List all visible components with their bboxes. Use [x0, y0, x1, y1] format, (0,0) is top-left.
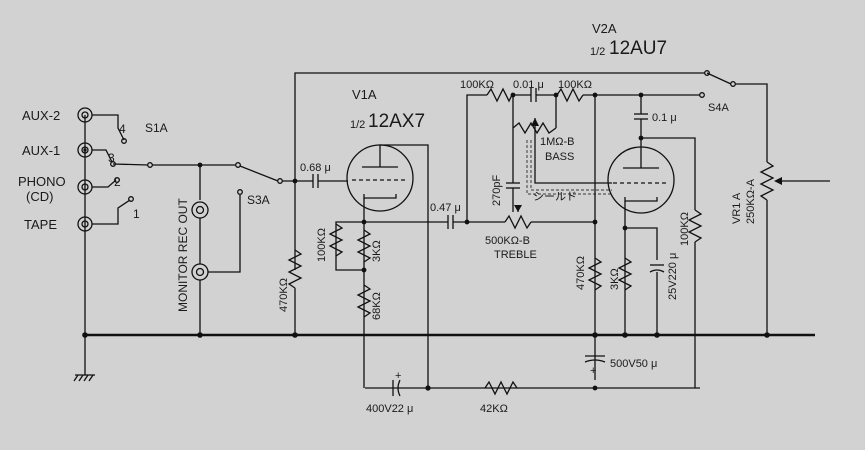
r-grid-label: 470KΩ: [278, 278, 290, 312]
resistor-3k-v1: [356, 229, 372, 263]
lead-aux1: [92, 149, 113, 163]
resistor-3k-v2: [617, 257, 633, 291]
label-tape: TAPE: [24, 217, 57, 232]
svg-text:+: +: [590, 365, 596, 377]
c-270p-label: 270pF: [491, 175, 503, 206]
c-047-label: 0.47 μ: [430, 202, 461, 214]
v2a-type: 12AU7: [609, 38, 667, 59]
treble-pot-value: 500KΩ-B: [485, 235, 530, 247]
pot-vr1a[interactable]: [759, 161, 775, 201]
c-400v-label: 400V22 μ: [366, 403, 413, 415]
rec-out-jack-2[interactable]: [191, 263, 209, 281]
v1a-label: V1A: [352, 87, 377, 102]
ground-symbol: [73, 335, 95, 382]
resistor-470k-grid: [287, 249, 303, 289]
shield-wire-a: [530, 140, 612, 191]
vr1a-label: VR1 A: [731, 192, 743, 224]
c-01-label: 0.1 μ: [652, 112, 677, 124]
v1a-frac: 1/2: [350, 119, 365, 131]
r-100k-v1-label: 100KΩ: [316, 228, 328, 262]
v2a-frac: 1/2: [590, 46, 605, 58]
s4a-label: S4A: [708, 102, 729, 114]
lead-aux2: [92, 114, 125, 141]
label-aux2: AUX-2: [22, 108, 60, 123]
r-100k-top2-label: 100KΩ: [558, 79, 592, 91]
bass-label: BASS: [545, 151, 574, 163]
r-100k-top1-label: 100KΩ: [460, 79, 494, 91]
c-001-label: 0.01 μ: [513, 79, 544, 91]
v1a-type: 12AX7: [368, 111, 425, 132]
resistor-42k: [484, 380, 518, 396]
resistor-100k-top1: [486, 87, 513, 103]
treble-label: TREBLE: [494, 249, 537, 261]
resistor-100k-top2: [556, 87, 584, 103]
c-500v-label: 500V50 μ: [610, 358, 657, 370]
tape-monitor-loop-wire: [282, 72, 705, 182]
r-42k-label: 42KΩ: [480, 403, 508, 415]
lead-phono: [92, 179, 117, 188]
cap-500v-plate-b: [584, 359, 606, 363]
lead-tape: [92, 199, 131, 225]
s1a-pos-3: 3: [108, 151, 115, 165]
resistor-68k: [356, 284, 372, 318]
r-470k-v2-label: 470KΩ: [575, 256, 587, 290]
pot-treble[interactable]: [504, 214, 532, 230]
label-phono: PHONO: [18, 174, 66, 189]
pot-bass[interactable]: [512, 121, 557, 135]
s1a-pos-1: 1: [133, 207, 140, 221]
shield-wire-b: [526, 140, 612, 195]
v2a-label: V2A: [592, 21, 617, 36]
rec-out-label: MONITOR REC OUT: [176, 198, 190, 312]
s1a-pos-2: 2: [114, 175, 121, 189]
label-cd: (CD): [26, 189, 53, 204]
s1a-pos-4: 4: [119, 122, 126, 136]
r-100k-v2-label: 100KΩ: [679, 212, 691, 246]
r-3k-v1-label: 3KΩ: [371, 240, 383, 262]
s3a-label: S3A: [247, 193, 270, 207]
vr1a-value-label: 250KΩ-A: [745, 178, 757, 224]
c-25v-label: 25V220 μ: [667, 253, 679, 300]
label-aux1: AUX-1: [22, 143, 60, 158]
switch-s4a[interactable]: [699, 70, 736, 98]
resistor-470k-v2: [587, 257, 603, 291]
c-in-label: 0.68 μ: [300, 162, 331, 174]
r-68k-label: 68KΩ: [371, 292, 383, 320]
rec-out-jack-1[interactable]: [191, 201, 209, 219]
bass-pot-value: 1MΩ-B: [540, 136, 575, 148]
resistor-100k-v2: [687, 209, 703, 243]
s1a-label: S1A: [145, 121, 168, 135]
cap-400v-plate-b: [397, 379, 401, 397]
shield-label: シールド: [533, 191, 577, 203]
selector-switch-s1a[interactable]: [110, 138, 153, 202]
resistor-100k-v1: [328, 223, 344, 257]
r-3k-v2-label: 3KΩ: [609, 268, 621, 290]
cap-25v-plate-b: [649, 269, 665, 273]
svg-text:+: +: [395, 370, 401, 382]
switch-s3a[interactable]: [235, 162, 283, 195]
